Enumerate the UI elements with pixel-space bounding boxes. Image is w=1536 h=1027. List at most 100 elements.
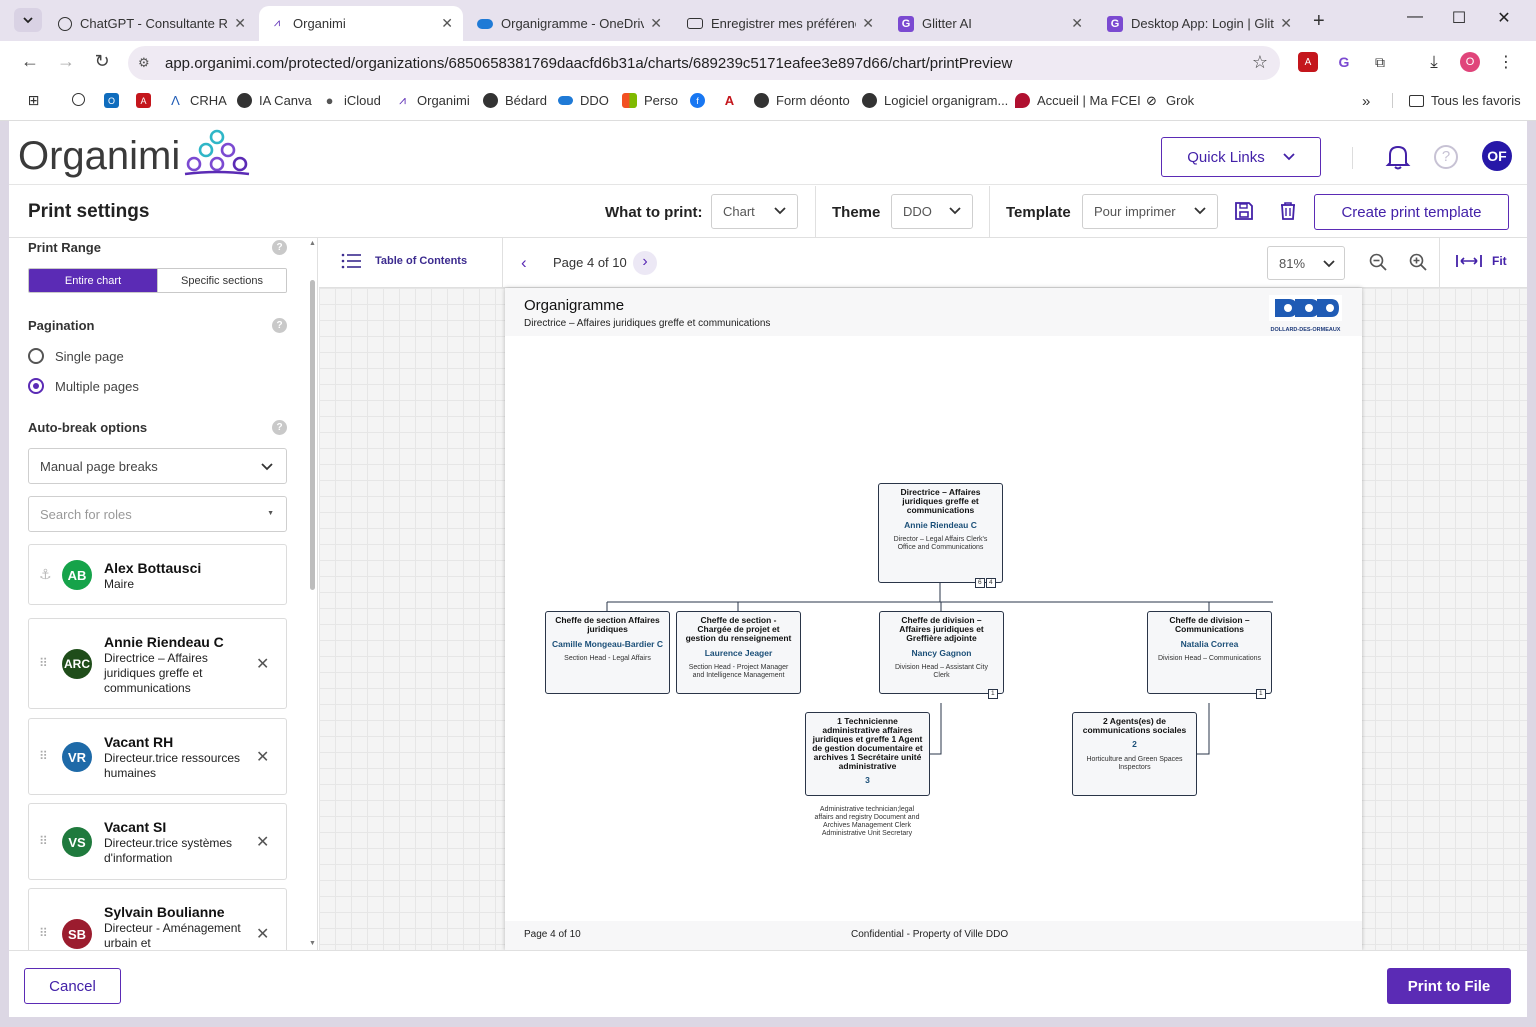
template-select[interactable]: Pour imprimer <box>1082 194 1218 229</box>
bookmarks-overflow[interactable]: » <box>1362 93 1371 110</box>
specific-sections-option[interactable]: Specific sections <box>157 269 286 292</box>
person-card[interactable]: ⠿ SB Sylvain Boulianne Directeur - Aména… <box>28 888 287 950</box>
bookmark-facebook[interactable]: f <box>690 93 712 108</box>
bookmark-perso[interactable]: Perso <box>622 93 678 108</box>
role-search-input[interactable]: Search for roles ▼ <box>28 496 287 532</box>
bookmark-icloud[interactable]: ●iCloud <box>322 93 381 108</box>
zoom-select[interactable]: 81% <box>1267 246 1345 280</box>
org-node[interactable]: Cheffe de division – Affaires juridiques… <box>879 611 1004 699</box>
help-icon[interactable]: ? <box>272 420 287 435</box>
maximize-icon[interactable]: ☐ <box>1451 10 1467 27</box>
reload-icon[interactable]: ↻ <box>94 51 110 71</box>
user-avatar[interactable]: OF <box>1482 141 1512 171</box>
create-print-template-button[interactable]: Create print template <box>1314 194 1509 230</box>
drag-handle-icon[interactable]: ⠿ <box>39 656 48 670</box>
org-node-root[interactable]: Directrice – Affaires juridiques greffe … <box>878 483 1003 588</box>
close-icon[interactable]: ✕ <box>1071 15 1083 31</box>
bookmark-pdf[interactable]: A <box>136 93 158 108</box>
auto-break-select[interactable]: Manual page breaks <box>28 448 287 484</box>
cancel-button[interactable]: Cancel <box>24 968 121 1004</box>
previous-page-icon[interactable]: ‹ <box>521 253 527 272</box>
close-icon[interactable]: ✕ <box>650 15 662 31</box>
help-icon[interactable]: ? <box>1434 145 1458 169</box>
print-to-file-button[interactable]: Print to File <box>1387 968 1511 1004</box>
org-node[interactable]: Cheffe de division – Communications Nata… <box>1147 611 1272 699</box>
zoom-in-icon[interactable] <box>1409 253 1427 271</box>
tab-search-button[interactable] <box>14 8 42 32</box>
bookmark-outlook[interactable]: O <box>104 93 126 108</box>
help-icon[interactable]: ? <box>272 240 287 255</box>
back-arrow-icon[interactable]: ← <box>21 51 39 71</box>
radio-button[interactable] <box>28 348 44 364</box>
url-text[interactable]: app.organimi.com/protected/organizations… <box>165 55 1013 72</box>
scrollbar-thumb[interactable] <box>310 280 315 590</box>
help-icon[interactable]: ? <box>272 318 287 333</box>
drag-handle-icon[interactable]: ⠿ <box>39 749 48 763</box>
org-node[interactable]: Cheffe de section Affaires juridiques Ca… <box>545 611 670 694</box>
bookmark-ia-canva[interactable]: IA Canva <box>237 93 312 108</box>
pdf-extension-icon[interactable]: A <box>1298 52 1318 72</box>
next-page-icon[interactable]: › <box>633 251 657 275</box>
close-icon[interactable]: ✕ <box>234 15 246 31</box>
org-role-group-node[interactable]: 1 Technicienne administrative affaires j… <box>805 712 930 796</box>
bookmark-form-deonto[interactable]: Form déonto <box>754 93 850 108</box>
all-bookmarks-folder[interactable]: Tous les favoris <box>1392 93 1521 108</box>
remove-icon[interactable]: ✕ <box>256 926 270 943</box>
person-card[interactable]: ⚓ AB Alex Bottausci Maire <box>28 544 287 605</box>
bookmark-bedard[interactable]: Bédard <box>483 93 547 108</box>
browser-tab-glitter-desktop[interactable]: G Desktop App: Login | Glitter ✕ <box>1097 6 1302 41</box>
delete-template-icon[interactable] <box>1278 201 1298 221</box>
remove-icon[interactable]: ✕ <box>256 834 270 851</box>
close-icon[interactable]: ✕ <box>441 15 453 31</box>
drag-handle-icon[interactable]: ⠿ <box>39 926 48 940</box>
single-page-radio[interactable]: Single page <box>28 348 124 364</box>
person-card[interactable]: ⠿ VS Vacant SI Directeur.trice systèmes … <box>28 803 287 880</box>
omnibox[interactable]: ⚙ app.organimi.com/protected/organizatio… <box>128 46 1280 80</box>
fit-button[interactable]: Fit <box>1456 254 1507 268</box>
remove-icon[interactable]: ✕ <box>256 656 270 673</box>
zoom-out-icon[interactable] <box>1369 253 1387 271</box>
download-icon[interactable]: ⤓ <box>1430 52 1438 71</box>
table-of-contents-button[interactable]: Table of Contents <box>341 253 467 269</box>
entire-chart-option[interactable]: Entire chart <box>29 269 157 292</box>
bell-icon[interactable] <box>1385 143 1411 171</box>
bookmark-star-icon[interactable]: ☆ <box>1251 52 1268 72</box>
bookmark-ddo[interactable]: DDO <box>558 93 609 108</box>
organimi-logo-text[interactable]: Organimi <box>18 134 181 178</box>
left-panel-scrollbar[interactable]: ▲ ▼ <box>309 238 317 950</box>
scroll-down-icon[interactable]: ▼ <box>309 940 316 947</box>
remove-icon[interactable]: ✕ <box>256 749 270 766</box>
apps-grid-icon[interactable]: ⊞ <box>27 92 40 108</box>
bookmark-fcei[interactable]: Accueil | Ma FCEI <box>1015 93 1141 108</box>
bookmark-grok[interactable]: ⊘Grok <box>1144 93 1194 109</box>
browser-tab-mail[interactable]: Enregistrer mes préférences ✕ <box>677 6 884 41</box>
browser-tab-organimi[interactable]: ⩘ Organimi ✕ <box>259 6 463 41</box>
theme-select[interactable]: DDO <box>891 194 973 229</box>
forward-arrow-icon[interactable]: → <box>57 51 75 71</box>
radio-button-selected[interactable] <box>28 378 44 394</box>
glitter-extension-icon[interactable]: G <box>1338 54 1350 70</box>
quick-links-button[interactable]: Quick Links <box>1161 137 1321 177</box>
profile-avatar[interactable]: O <box>1460 52 1480 72</box>
browser-tab-chatgpt[interactable]: ChatGPT - Consultante RH ✕ <box>48 6 256 41</box>
close-icon[interactable]: ✕ <box>862 15 874 31</box>
close-icon[interactable]: ✕ <box>1280 15 1292 31</box>
minimize-icon[interactable]: — <box>1407 8 1423 25</box>
org-node[interactable]: Cheffe de section - Chargée de projet et… <box>676 611 801 694</box>
new-tab-plus-icon[interactable]: + <box>1313 10 1325 32</box>
browser-tab-glitter[interactable]: G Glitter AI ✕ <box>888 6 1093 41</box>
drag-handle-icon[interactable]: ⠿ <box>39 834 48 848</box>
what-to-print-select[interactable]: Chart <box>711 194 798 229</box>
site-settings-icon[interactable]: ⚙ <box>138 55 150 70</box>
bookmark-chatgpt[interactable] <box>72 93 92 106</box>
browser-tab-onedrive[interactable]: Organigramme - OneDrive ✕ <box>467 6 672 41</box>
save-template-icon[interactable] <box>1234 201 1254 221</box>
org-role-group-node[interactable]: 2 Agents(es) de communications sociales … <box>1072 712 1197 796</box>
bookmark-logiciel[interactable]: Logiciel organigram... <box>862 93 1008 108</box>
extensions-puzzle-icon[interactable]: ⧉ <box>1375 53 1385 70</box>
person-card[interactable]: ⠿ VR Vacant RH Directeur.trice ressource… <box>28 718 287 795</box>
scroll-up-icon[interactable]: ▲ <box>309 240 316 247</box>
window-close-icon[interactable]: ✕ <box>1497 10 1511 27</box>
person-card[interactable]: ⠿ ARC Annie Riendeau C Directrice – Affa… <box>28 618 287 709</box>
